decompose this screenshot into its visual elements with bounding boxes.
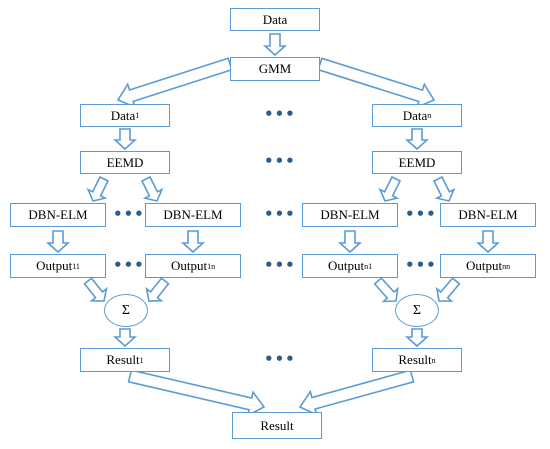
arrow-gmm-to-data-n — [317, 57, 436, 109]
output-1n-label: Output — [170, 258, 208, 273]
result-box: Result — [232, 412, 322, 439]
eemd-left-label: EEMD — [106, 154, 144, 170]
arrow-dbn-2-to-output-1n — [180, 230, 206, 254]
dbn-elm-box-4: DBN-ELM — [440, 203, 536, 227]
result-1-label: Result — [106, 352, 140, 367]
gmm-box: GMM — [230, 57, 320, 81]
data-1-subscript: 1 — [135, 111, 140, 120]
arrow-dbn-1-to-output-11 — [45, 230, 71, 254]
arrow-result-n-to-result — [298, 369, 415, 417]
dbn-elm-label-4: DBN-ELM — [458, 207, 518, 222]
arrow-dbn-4-to-output-nn — [475, 230, 501, 254]
ellipsis-output-left: ••• — [113, 256, 145, 274]
ellipsis-data-row: ••• — [264, 105, 296, 123]
arrow-eemd-left-to-dbn-1 — [86, 175, 110, 202]
result-label: Result — [260, 417, 294, 433]
ellipsis-output-middle: ••• — [264, 256, 296, 274]
ellipsis-output-right: ••• — [405, 256, 437, 274]
dbn-elm-label-2: DBN-ELM — [163, 207, 223, 222]
output-11-label: Output — [36, 258, 73, 273]
result-1-subscript: 1 — [139, 355, 144, 365]
output-11-subscript: 11 — [72, 261, 80, 271]
data-label: Data — [262, 11, 288, 27]
result-n-subscript: n — [431, 355, 436, 365]
dbn-elm-box-3: DBN-ELM — [302, 203, 398, 227]
sum-left-circle: Σ — [104, 294, 148, 327]
data-n-label: Data — [402, 107, 428, 123]
gmm-label: GMM — [258, 61, 292, 76]
arrow-dbn-3-to-output-n1 — [337, 230, 363, 254]
dbn-elm-box-1: DBN-ELM — [10, 203, 106, 227]
dbn-elm-box-2: DBN-ELM — [145, 203, 241, 227]
ellipsis-result-row: ••• — [264, 350, 296, 368]
arrow-output-nn-to-sum — [435, 276, 461, 302]
arrow-result-1-to-result — [127, 369, 266, 418]
data-n-subscript: n — [427, 111, 432, 120]
arrow-data-1-to-eemd — [112, 128, 138, 151]
output-nn-subscript: nn — [502, 261, 511, 271]
dbn-elm-label-3: DBN-ELM — [320, 207, 380, 222]
arrow-output-11-to-sum — [83, 277, 108, 302]
arrow-sum-left-to-result-1 — [112, 328, 138, 348]
arrow-eemd-right-to-dbn-4 — [432, 175, 456, 202]
arrow-output-1n-to-sum — [145, 277, 170, 302]
sum-right-symbol: Σ — [412, 302, 422, 318]
eemd-right-label: EEMD — [398, 154, 436, 170]
ellipsis-dbn-right: ••• — [405, 205, 437, 223]
arrow-eemd-right-to-dbn-3 — [378, 175, 402, 202]
ellipsis-dbn-left: ••• — [113, 205, 145, 223]
data-box: Data — [230, 8, 320, 31]
sum-right-circle: Σ — [395, 294, 439, 327]
arrow-gmm-to-data-1 — [116, 57, 233, 109]
output-n1-subscript: n1 — [364, 261, 373, 271]
eemd-right-box: EEMD — [372, 151, 462, 174]
output-n1-label: Output — [327, 258, 365, 273]
arrow-output-n1-to-sum — [373, 276, 399, 303]
ellipsis-eemd-row: ••• — [264, 152, 296, 170]
arrow-data-n-to-eemd — [404, 128, 430, 151]
result-n-label: Result — [398, 352, 432, 367]
output-1n-subscript: 1n — [207, 261, 216, 271]
ellipsis-dbn-middle: ••• — [264, 205, 296, 223]
arrow-data-to-gmm — [262, 33, 288, 57]
arrow-eemd-left-to-dbn-2 — [140, 175, 164, 202]
data-1-label: Data — [110, 107, 136, 123]
arrow-sum-right-to-result-n — [404, 328, 430, 348]
sum-left-symbol: Σ — [121, 302, 131, 318]
dbn-elm-label-1: DBN-ELM — [28, 207, 88, 222]
output-nn-label: Output — [465, 258, 503, 273]
eemd-left-box: EEMD — [80, 151, 170, 174]
